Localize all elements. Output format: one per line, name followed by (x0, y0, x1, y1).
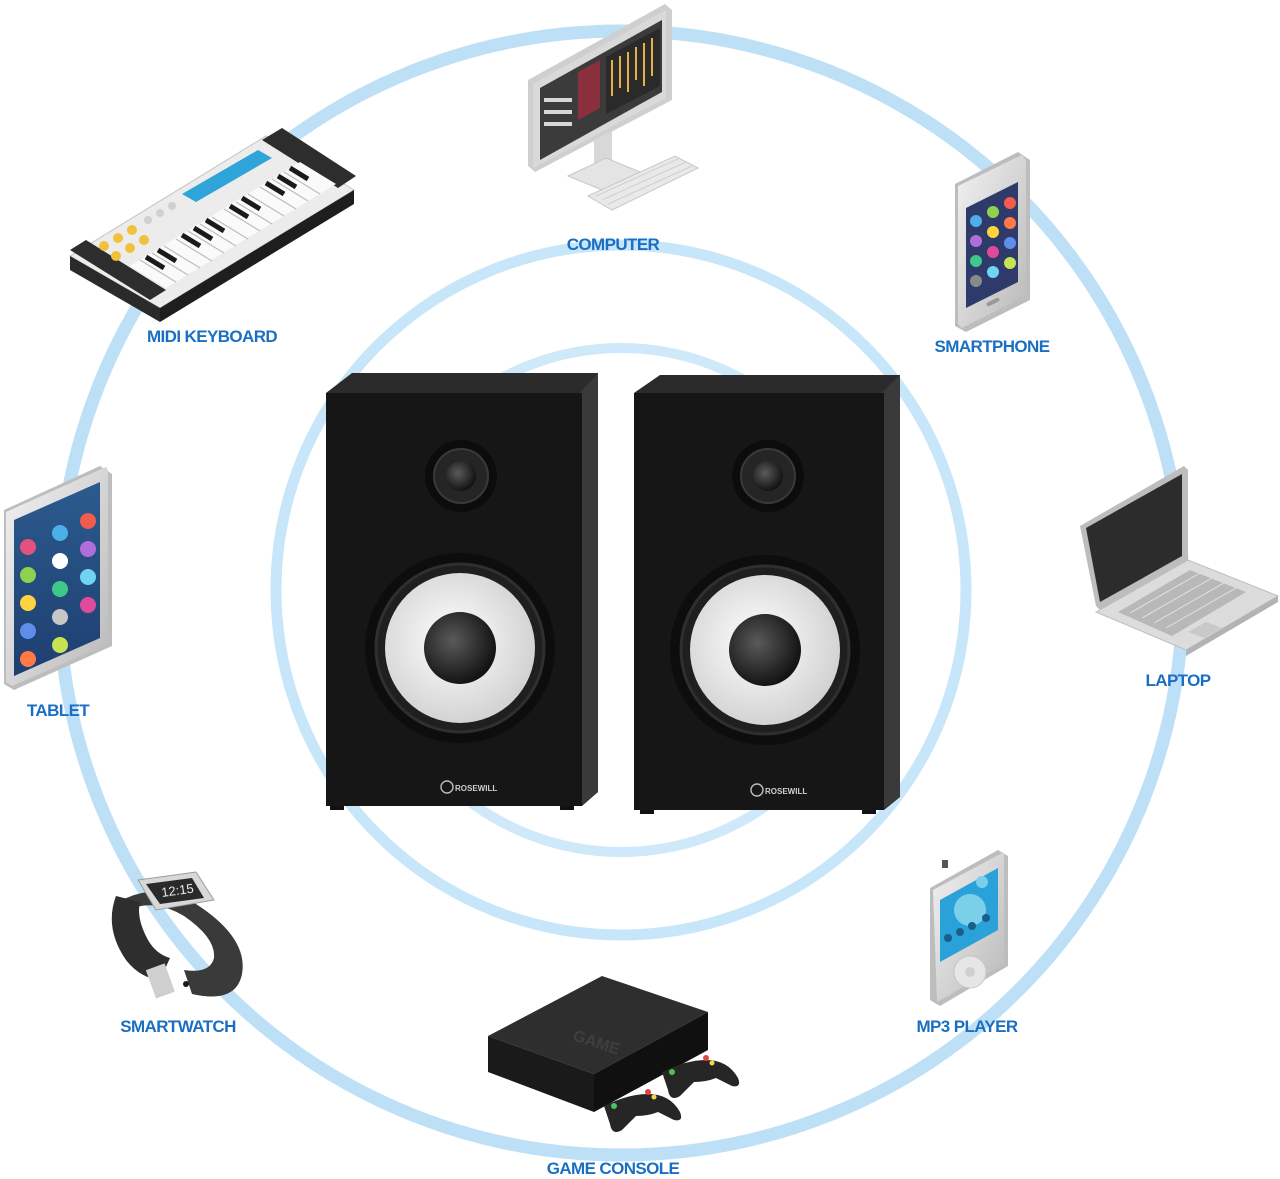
brand-logo: ROSEWILL (440, 780, 497, 794)
knobs (144, 202, 176, 224)
smartphone-icon (955, 152, 1030, 332)
label-computer: COMPUTER (566, 235, 660, 254)
woofer (365, 553, 555, 743)
label-game-console: GAME CONSOLE (546, 1159, 680, 1178)
label-mp3-player: MP3 PLAYER (916, 1017, 1018, 1036)
game-console-icon: GAME (488, 976, 740, 1132)
svg-text:ROSEWILL: ROSEWILL (765, 787, 807, 796)
midi-keyboard-icon (69, 128, 356, 322)
computer-icon (528, 4, 700, 211)
app-grid (970, 197, 1016, 287)
piano-keys (130, 162, 336, 288)
pad-buttons (99, 225, 149, 261)
label-midi-keyboard: MIDI KEYBOARD (146, 327, 278, 346)
svg-text:12:15: 12:15 (160, 881, 194, 900)
tweeter (732, 440, 804, 512)
speaker-right: ROSEWILL (634, 375, 900, 814)
speaker-left: ROSEWILL (326, 373, 598, 810)
woofer (670, 555, 860, 745)
label-smartwatch: SMARTWATCH (120, 1017, 236, 1036)
label-laptop: LAPTOP (1145, 671, 1211, 690)
laptop-icon (1080, 466, 1280, 656)
label-smartphone: SMARTPHONE (934, 337, 1051, 356)
app-grid (20, 513, 96, 667)
tweeter (425, 440, 497, 512)
label-tablet: TABLET (26, 701, 90, 720)
mp3-player-icon (930, 850, 1008, 1006)
gamepad-a (662, 1055, 740, 1098)
tablet-icon (4, 466, 112, 690)
smartwatch-icon: 12:15 (111, 871, 243, 999)
svg-text:ROSEWILL: ROSEWILL (455, 784, 497, 793)
gamepad-b (604, 1089, 682, 1132)
middle-ring (270, 239, 972, 941)
brand-logo: ROSEWILL (750, 783, 807, 797)
